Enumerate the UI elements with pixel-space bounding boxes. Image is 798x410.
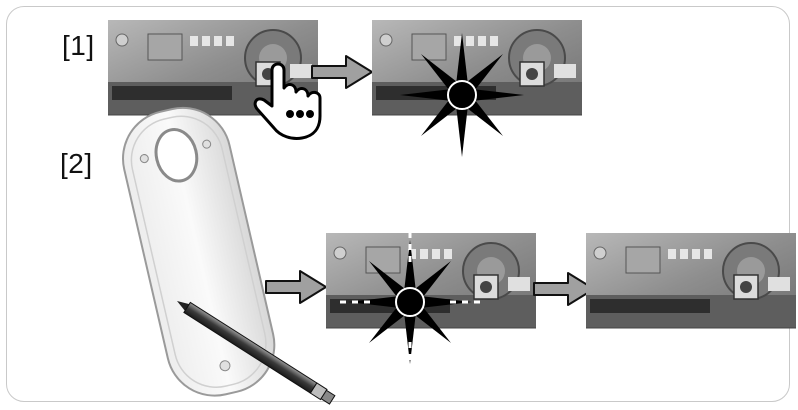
right-arrow-icon bbox=[266, 271, 326, 303]
step-1-board-after bbox=[372, 20, 582, 115]
right-arrow-icon bbox=[534, 273, 594, 305]
step-2-board-after bbox=[586, 233, 796, 328]
right-arrow-icon bbox=[312, 56, 372, 88]
